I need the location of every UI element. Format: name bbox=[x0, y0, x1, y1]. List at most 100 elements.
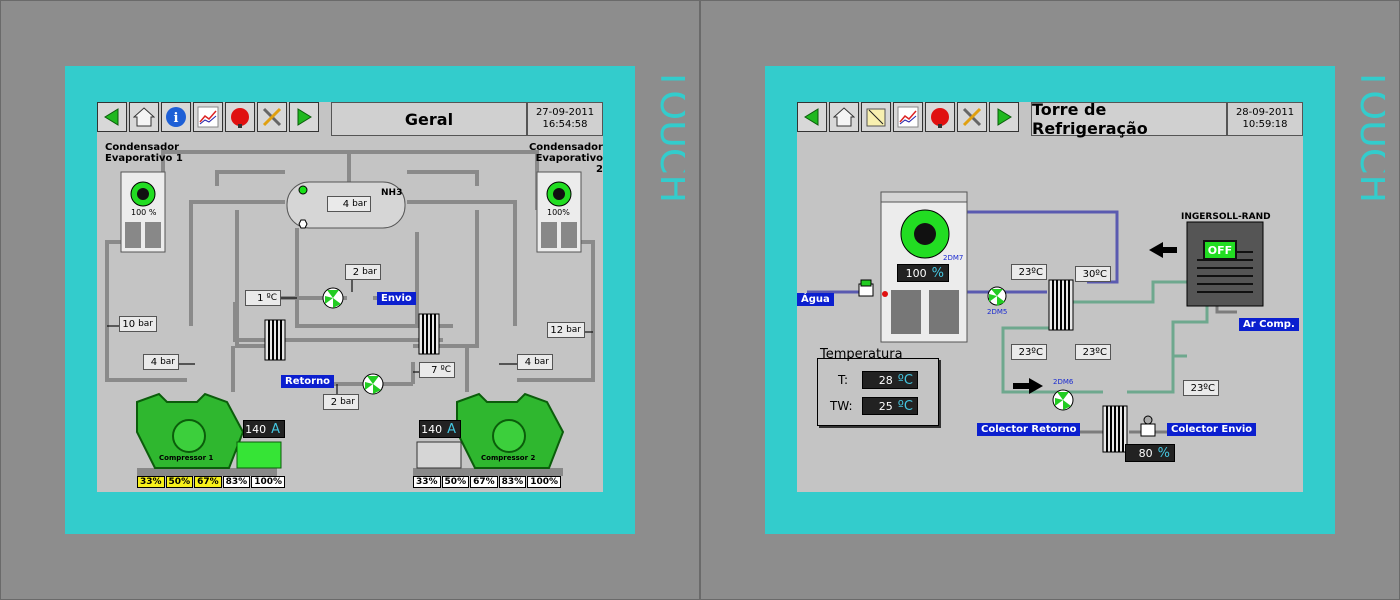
compressor-2 bbox=[413, 392, 565, 476]
arrow-right-icon bbox=[997, 108, 1012, 126]
settings-button[interactable] bbox=[257, 102, 287, 132]
time-text: 16:54:58 bbox=[542, 119, 588, 130]
page-title: Geral bbox=[331, 102, 527, 136]
envio-tag: Envio bbox=[377, 292, 416, 305]
capacity-step[interactable]: 83% bbox=[498, 476, 527, 488]
touch-label-left: TOUCH bbox=[652, 66, 685, 203]
trend-button[interactable] bbox=[193, 102, 223, 132]
compressor-2-label: Compressor 2 bbox=[481, 454, 536, 462]
temp-sensor-2[interactable]: 30ºC bbox=[1075, 266, 1111, 282]
capacity-step[interactable]: 67% bbox=[194, 476, 222, 488]
arrow-left-icon bbox=[804, 108, 819, 126]
trend-button-right[interactable] bbox=[893, 102, 923, 132]
touch-label-right: TOUCH bbox=[1352, 66, 1385, 203]
pump-retorno bbox=[362, 373, 384, 395]
tools-icon bbox=[962, 107, 982, 127]
arrow-left-indicator bbox=[1149, 242, 1177, 258]
agua-tag: Água bbox=[797, 293, 834, 306]
forward-button-right[interactable] bbox=[989, 102, 1019, 132]
compressor-1-capacity-steps: 33%50%67%83%100% bbox=[137, 476, 286, 488]
temp-sensor-1[interactable]: 23ºC bbox=[1011, 264, 1047, 280]
capacity-step[interactable]: 83% bbox=[222, 476, 251, 488]
back-button[interactable] bbox=[97, 102, 127, 132]
time-text: 10:59:18 bbox=[1242, 119, 1288, 130]
home-button-right[interactable] bbox=[829, 102, 859, 132]
capacity-step[interactable]: 50% bbox=[165, 476, 194, 488]
cooling-tower bbox=[880, 191, 968, 343]
pump-2dm5 bbox=[987, 286, 1007, 306]
condenser-1-fan-percent: 100 % bbox=[131, 208, 157, 217]
air-compressor-brand: INGERSOLL-RAND bbox=[1181, 212, 1271, 222]
capacity-step[interactable]: 100% bbox=[527, 476, 561, 488]
heat-exchanger-tower bbox=[1048, 279, 1074, 331]
heat-exchanger-1 bbox=[264, 319, 286, 361]
temperature-panel-title: Temperatura bbox=[820, 347, 903, 362]
capacity-step[interactable]: 67% bbox=[470, 476, 498, 488]
cooling-tower-diagram bbox=[807, 191, 1264, 453]
info-button[interactable]: i bbox=[161, 102, 191, 132]
compressor-1 bbox=[136, 392, 282, 476]
settings-button-right[interactable] bbox=[957, 102, 987, 132]
trend-chart-icon bbox=[897, 106, 919, 128]
forward-button[interactable] bbox=[289, 102, 319, 132]
datetime-display-right: 28-09-2011 10:59:18 bbox=[1227, 102, 1303, 136]
svg-text:i: i bbox=[174, 111, 179, 126]
toolbar-right bbox=[797, 102, 1021, 132]
temp-sensor-3[interactable]: 23ºC bbox=[1011, 344, 1047, 360]
alarm-button[interactable] bbox=[225, 102, 255, 132]
capacity-step[interactable]: 50% bbox=[441, 476, 470, 488]
air-compressor-state[interactable]: OFF bbox=[1203, 240, 1237, 260]
report-button-right[interactable] bbox=[861, 102, 891, 132]
arrow-right-indicator bbox=[1013, 378, 1043, 394]
tw-label: TW: bbox=[830, 399, 853, 413]
capacity-step[interactable]: 33% bbox=[413, 476, 441, 488]
compressor-2-capacity-steps: 33%50%67%83%100% bbox=[413, 476, 562, 488]
toolbar-left: i bbox=[97, 102, 321, 132]
capacity-step[interactable]: 100% bbox=[251, 476, 285, 488]
collector-send-tag: Colector Envio bbox=[1167, 423, 1257, 436]
pump-2dm6 bbox=[1052, 389, 1074, 411]
trend-chart-icon bbox=[197, 106, 219, 128]
back-button-right[interactable] bbox=[797, 102, 827, 132]
collector-envio-valve bbox=[1140, 415, 1156, 437]
svg-text:TOUCH: TOUCH bbox=[652, 66, 685, 203]
compressor-1-label: Compressor 1 bbox=[159, 454, 214, 462]
hmi-screen-torre: Torre de Refrigeração 28-09-2011 10:59:1… bbox=[797, 102, 1303, 492]
pump-2dm6-tag: 2DM6 bbox=[1053, 378, 1074, 386]
valve-opening[interactable]: 80% bbox=[1125, 444, 1175, 462]
alarm-button-right[interactable] bbox=[925, 102, 955, 132]
right-panel: Torre de Refrigeração 28-09-2011 10:59:1… bbox=[700, 0, 1400, 600]
arrow-left-icon bbox=[104, 108, 119, 126]
tower-fan-speed[interactable]: 100% bbox=[897, 264, 949, 282]
t-label: T: bbox=[838, 373, 849, 387]
home-button[interactable] bbox=[129, 102, 159, 132]
condenser-2 bbox=[536, 171, 582, 253]
ar-comp-tag: Ar Comp. bbox=[1239, 318, 1299, 331]
tank-label: NH3 bbox=[381, 188, 403, 198]
temp-sensor-5[interactable]: 23ºC bbox=[1183, 380, 1219, 396]
pump-2dm5-tag: 2DM5 bbox=[987, 308, 1008, 316]
info-icon: i bbox=[166, 107, 186, 127]
capacity-step[interactable]: 33% bbox=[137, 476, 165, 488]
tools-icon bbox=[262, 107, 282, 127]
temp-sensor-4[interactable]: 23ºC bbox=[1075, 344, 1111, 360]
